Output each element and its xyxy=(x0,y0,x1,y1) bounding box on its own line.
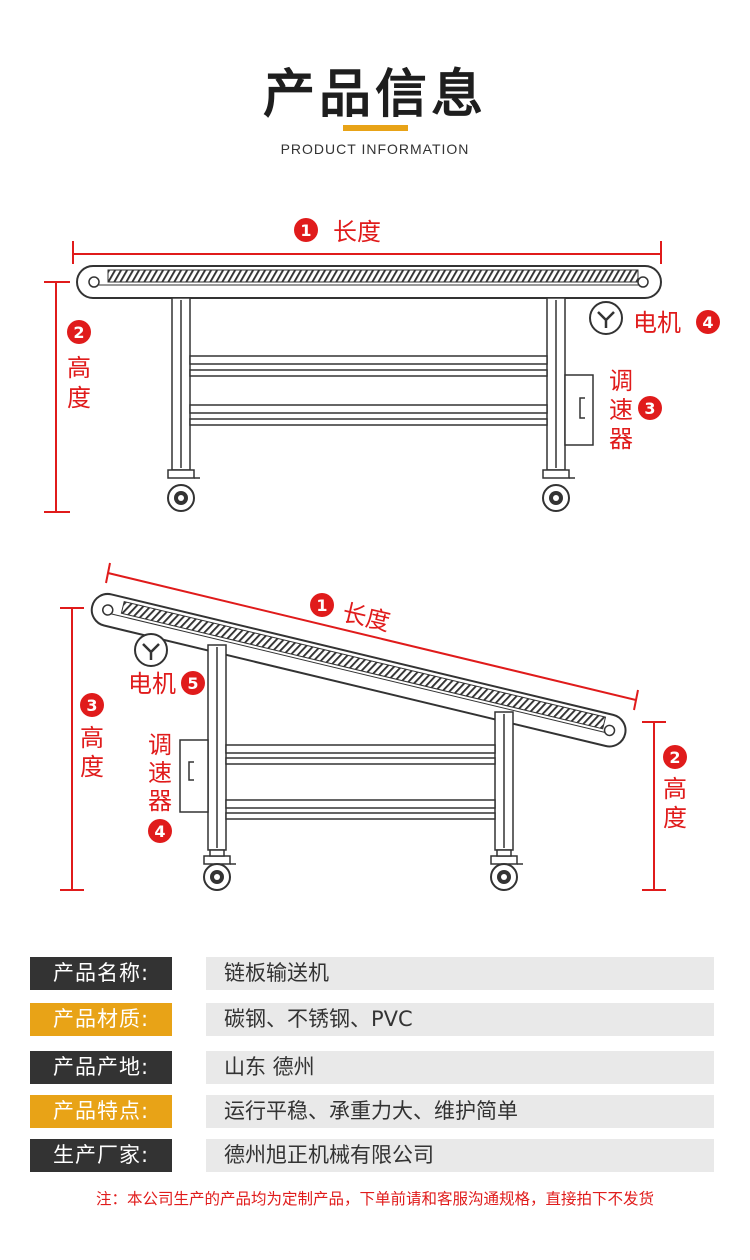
info-value: 链板输送机 xyxy=(206,957,714,990)
speed-label-char-2: 速 xyxy=(148,759,172,787)
height-label-char-2: 度 xyxy=(67,384,91,412)
motor-number-badge xyxy=(696,310,720,334)
info-row-origin: 产品产地: 山东 德州 xyxy=(30,1051,714,1084)
speed-label-char-3: 器 xyxy=(609,425,633,453)
info-row-material: 产品材质: 碳钢、不锈钢、PVC xyxy=(30,1003,714,1036)
motor-number-badge xyxy=(181,671,205,695)
height-label-char-1: 高 xyxy=(67,354,91,382)
info-key: 产品名称: xyxy=(30,957,172,990)
speed-number-badge xyxy=(638,396,662,420)
info-key: 产品材质: xyxy=(30,1003,172,1036)
motor-number: 5 xyxy=(187,674,198,693)
length-number: 1 xyxy=(316,596,327,615)
speed-number: 3 xyxy=(644,399,655,418)
info-value: 碳钢、不锈钢、PVC xyxy=(206,1003,714,1036)
right-height-label-char-1: 高 xyxy=(663,775,687,803)
motor-number: 4 xyxy=(702,313,713,332)
right-height-label-char-2: 度 xyxy=(663,804,687,832)
right-height-number: 2 xyxy=(669,748,680,767)
left-height-label-char-2: 度 xyxy=(80,753,104,781)
info-value: 山东 德州 xyxy=(206,1051,714,1084)
left-height-dimension-line xyxy=(60,607,84,891)
speed-label-char-3: 器 xyxy=(148,787,172,815)
title-underline xyxy=(343,125,408,131)
info-key: 产品产地: xyxy=(30,1051,172,1084)
info-row-name: 产品名称: 链板输送机 xyxy=(30,957,714,990)
speed-label-char-1: 调 xyxy=(148,731,172,759)
length-number-badge xyxy=(294,218,318,242)
info-row-features: 产品特点: 运行平稳、承重力大、维护简单 xyxy=(30,1095,714,1128)
speed-label-char-1: 调 xyxy=(609,367,633,395)
right-height-dimension-line xyxy=(642,721,666,891)
caster-wheels xyxy=(167,484,570,512)
info-key: 生产厂家: xyxy=(30,1139,172,1172)
speed-controller-drawing xyxy=(564,374,594,446)
info-row-manufacturer: 生产厂家: 德州旭正机械有限公司 xyxy=(30,1139,714,1172)
caster-wheels xyxy=(203,863,518,891)
height-number-badge xyxy=(67,320,91,344)
length-dimension-line xyxy=(72,241,662,264)
length-dimension-line xyxy=(105,562,639,711)
motor-drawing xyxy=(134,633,168,667)
left-height-number-badge xyxy=(80,693,104,717)
info-key: 产品特点: xyxy=(30,1095,172,1128)
conveyor-belt xyxy=(90,592,627,748)
page-title: 产品信息 xyxy=(262,65,487,125)
right-height-number-badge xyxy=(663,745,687,769)
height-number: 2 xyxy=(73,323,84,342)
info-value: 运行平稳、承重力大、维护简单 xyxy=(206,1095,714,1128)
speed-number-badge xyxy=(148,819,172,843)
length-label: 长度 xyxy=(333,218,381,246)
speed-controller-drawing xyxy=(179,739,209,813)
motor-label: 电机 xyxy=(633,309,681,337)
conveyor-frame xyxy=(167,297,575,479)
motor-label: 电机 xyxy=(128,670,176,698)
speed-number: 4 xyxy=(154,822,165,841)
horizontal-conveyor-diagram: 1 长度 电机 4 调 速 器 xyxy=(44,218,720,513)
height-dimension-line xyxy=(44,281,70,513)
inclined-conveyor-diagram: 1 长度 电机 5 xyxy=(60,562,687,891)
left-height-label-char-1: 高 xyxy=(80,724,104,752)
custom-order-note: 注：本公司生产的产品均为定制产品，下单前请和客服沟通规格，直接拍下不发货 xyxy=(95,1190,654,1208)
page-subtitle: PRODUCT INFORMATION xyxy=(280,141,470,157)
length-number: 1 xyxy=(300,221,311,240)
speed-label-char-2: 速 xyxy=(609,396,633,424)
info-value: 德州旭正机械有限公司 xyxy=(206,1139,714,1172)
length-number-badge xyxy=(310,593,334,617)
motor-drawing xyxy=(589,301,623,335)
left-height-number: 3 xyxy=(86,696,97,715)
conveyor-frame xyxy=(203,644,523,865)
